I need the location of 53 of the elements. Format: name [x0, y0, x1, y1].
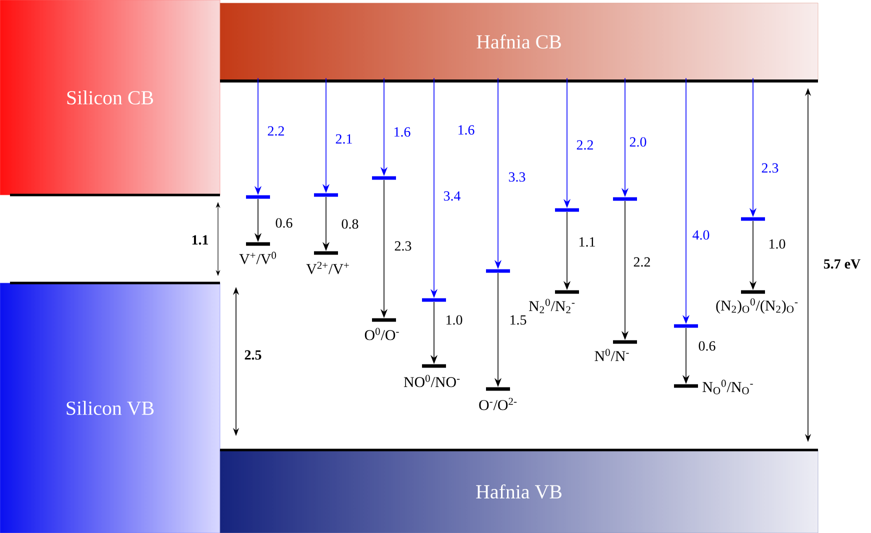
energy-level	[372, 176, 396, 180]
band-box: Silicon CB	[0, 0, 220, 196]
dimension-label: 2.5	[244, 350, 262, 360]
energy-level	[613, 197, 637, 201]
edge-label: 4.0	[691, 229, 711, 241]
level-label: NO$^{0}$/NO$^{-}$	[404, 374, 460, 388]
energy-level	[486, 387, 510, 391]
energy-level	[314, 193, 338, 197]
dimension-label: 5.7 eV	[824, 259, 860, 269]
edge-label: 1.0	[767, 238, 787, 250]
edge-label: 2.2	[632, 256, 652, 268]
dimension-label: 1.1	[192, 235, 208, 245]
energy-level	[674, 384, 698, 388]
band-box: Hafnia VB	[220, 450, 818, 533]
edge-label: 0.6	[274, 217, 294, 229]
level-label: V$^{+}$/V$^{0}$	[239, 252, 276, 264]
energy-level	[372, 318, 396, 322]
level-label: (N$_{2}$)$_{O}$$^{0}$/(N$_{2}$)$_{O}$-	[716, 298, 798, 314]
energy-level	[741, 290, 765, 294]
energy-level	[314, 251, 338, 255]
edge-label: 2.1	[334, 133, 354, 145]
band-box: Hafnia CB	[220, 2, 818, 80]
energy-level	[555, 208, 579, 212]
energy-level	[486, 269, 510, 273]
edge-label: 2.2	[575, 139, 595, 151]
energy-level	[422, 364, 446, 368]
edge-label: 1.5	[508, 314, 528, 326]
energy-level	[741, 217, 765, 221]
energy-level	[555, 290, 579, 294]
edge-label: 1.6	[392, 126, 412, 138]
edge-label: 2.3	[760, 162, 780, 174]
edge-label: 0.6	[697, 340, 717, 352]
edge-label: 0.8	[340, 218, 360, 230]
level-label: N$^{0}$/N$^{-}$	[594, 348, 629, 362]
value-label: 1.6	[458, 125, 474, 135]
energy-level	[674, 324, 698, 328]
energy-level	[613, 340, 637, 344]
edge-label: 2.0	[628, 136, 648, 148]
band-box: Silicon VB	[0, 282, 220, 533]
energy-level	[246, 242, 270, 246]
level-label: V$^{2+}$/V$^{+}$	[306, 262, 349, 274]
level-label: O$^{-}$/O$^{2-}$	[479, 398, 517, 410]
edge-label: 3.4	[442, 190, 462, 202]
edge-label: 1.0	[444, 314, 464, 326]
level-label: O$^{0}$/O$^{-}$	[364, 328, 399, 340]
energy-level	[422, 298, 446, 302]
edge-label: 2.3	[393, 240, 413, 252]
edge-label: 2.2	[266, 125, 286, 137]
energy-level	[246, 195, 270, 199]
edge-label: 1.1	[577, 236, 597, 248]
level-label: N$_{2}$$^{0}$/N$_{2}$-	[529, 298, 575, 314]
level-label: N$_{O}$$^{0}$/N$_{O}$-	[702, 380, 753, 394]
edge-label: 3.3	[507, 171, 527, 183]
